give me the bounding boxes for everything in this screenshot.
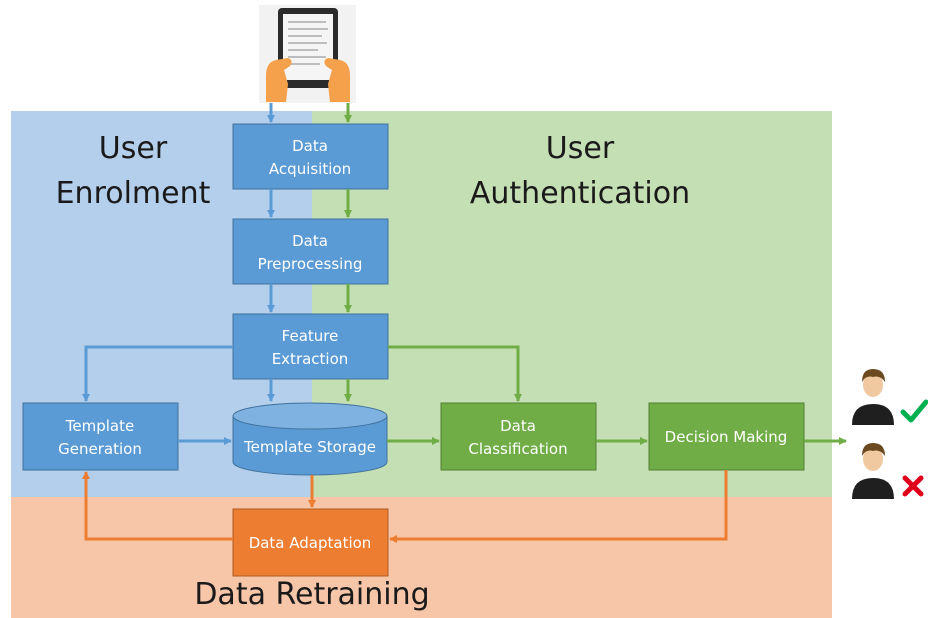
decision-making-box: Decision Making: [648, 402, 805, 471]
cross-icon: [902, 475, 924, 497]
template-generation-label-line2: Generation: [58, 440, 142, 458]
rejected-user-icon: [852, 443, 894, 499]
data-acquisition-box: Data Acquisition: [232, 123, 389, 190]
enrolment-title-line2: Enrolment: [56, 176, 211, 211]
feature-extraction-label-line1: Feature: [282, 327, 339, 345]
template-storage-label: Template Storage: [243, 438, 376, 456]
data-preprocessing-label-line1: Data: [292, 232, 328, 250]
arrow-extraction-to-classification: [388, 345, 522, 402]
feature-extraction-box: Feature Extraction: [232, 313, 389, 380]
decision-making-label: Decision Making: [665, 428, 788, 446]
enrolment-title-line1: User: [99, 131, 168, 166]
check-icon: [900, 399, 928, 423]
tablet-device-icon: [259, 5, 356, 103]
enrolment-arrows: [82, 103, 275, 445]
authentication-arrows: [344, 103, 847, 445]
data-acquisition-label-line2: Acquisition: [269, 160, 351, 178]
data-adaptation-box: Data Adaptation: [232, 508, 389, 577]
template-generation-box: Template Generation: [22, 402, 179, 471]
retraining-region: [11, 497, 832, 618]
retraining-arrows: [82, 470, 728, 543]
template-generation-label-line1: Template: [65, 417, 134, 435]
arrow-adaptation-to-generation: [82, 471, 233, 541]
data-acquisition-label-line1: Data: [292, 137, 328, 155]
data-preprocessing-label-line2: Preprocessing: [258, 255, 363, 273]
data-classification-label-line1: Data: [500, 417, 536, 435]
authentication-title-line1: User: [546, 131, 615, 166]
data-preprocessing-box: Data Preprocessing: [232, 218, 389, 285]
feature-extraction-label-line2: Extraction: [272, 350, 349, 368]
template-storage-cylinder: Template Storage: [232, 402, 388, 476]
accepted-user-icon: [852, 369, 894, 425]
authentication-title-line2: Authentication: [470, 176, 690, 211]
data-classification-box: Data Classification: [440, 402, 597, 471]
arrow-decision-to-adaptation: [389, 470, 728, 543]
data-classification-label-line2: Classification: [468, 440, 567, 458]
retraining-title: Data Retraining: [194, 577, 429, 612]
data-adaptation-label: Data Adaptation: [249, 534, 372, 552]
arrow-extraction-to-generation: [82, 345, 233, 402]
